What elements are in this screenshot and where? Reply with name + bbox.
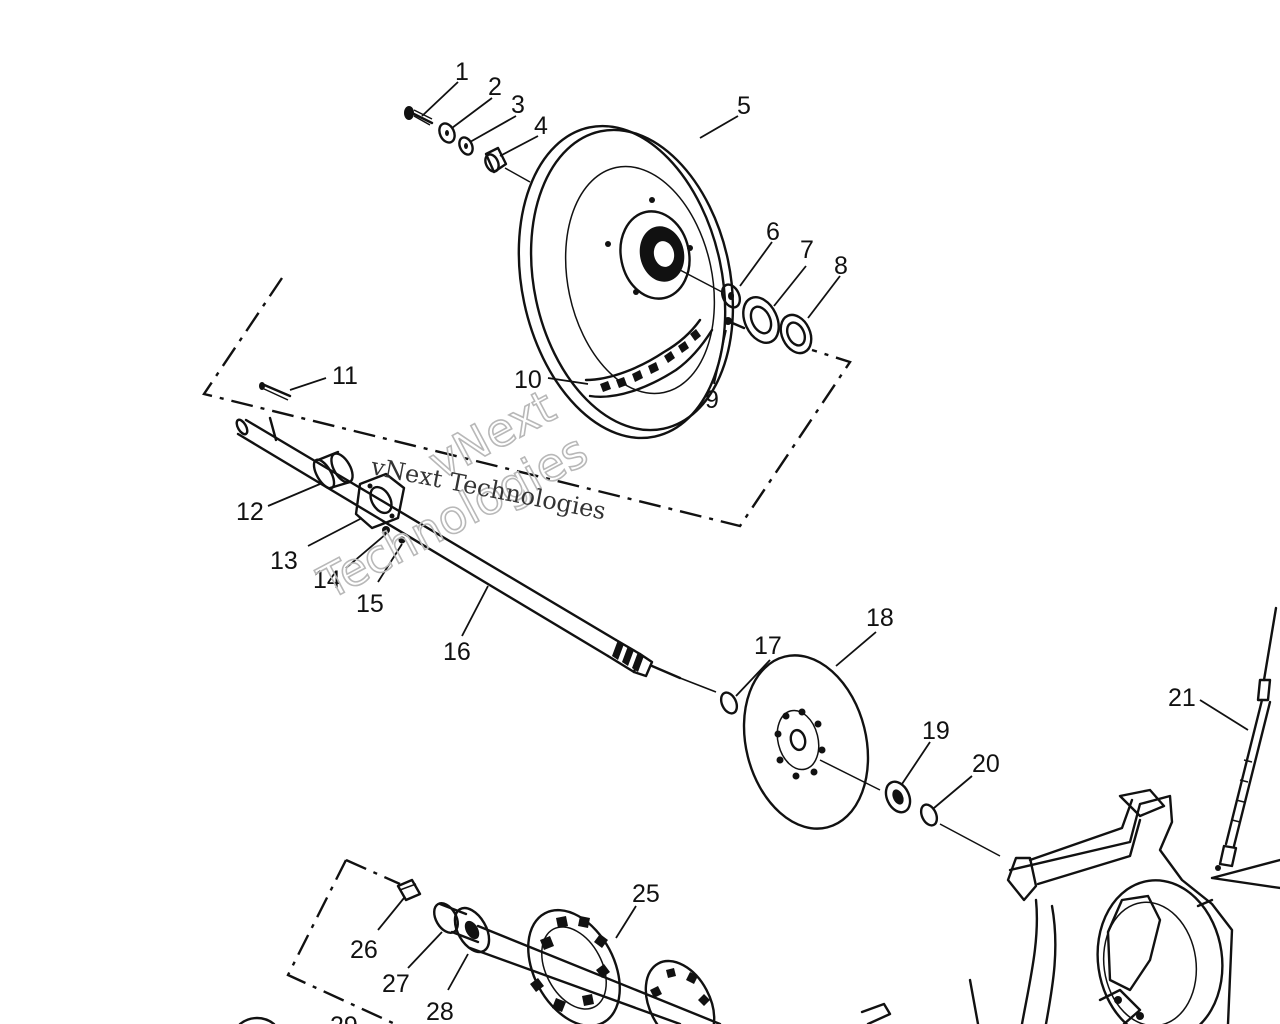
callout-15: 15 — [356, 590, 384, 618]
part-25-drive-sprocket — [468, 908, 722, 1024]
part-28-flange — [453, 906, 491, 954]
part-26-bolt — [396, 878, 422, 902]
centerline-housing — [939, 823, 1001, 857]
part-10-chain — [584, 318, 714, 398]
callout-21: 21 — [1168, 684, 1196, 712]
callout-17: 17 — [754, 632, 782, 660]
callout-28: 28 — [426, 998, 454, 1024]
callout-11: 11 — [332, 362, 358, 390]
callout-19: 19 — [922, 717, 950, 745]
callout-8: 8 — [834, 252, 848, 280]
watermark: vNext Technologies vNext Technologies — [308, 378, 608, 611]
callout-18: 18 — [866, 604, 894, 632]
part-18-disc — [742, 654, 870, 830]
callout-14: 14 — [313, 566, 341, 594]
leader-lines — [267, 81, 1249, 991]
callout-27: 27 — [382, 970, 410, 998]
assembly-boundary-upper — [202, 277, 852, 528]
callout-7: 7 — [800, 236, 814, 264]
part-callouts: 1 2 3 4 5 6 7 8 9 10 11 12 13 14 15 16 1… — [236, 58, 1196, 1024]
part-8-ring — [779, 313, 813, 355]
callout-2: 2 — [488, 73, 502, 101]
part-2-washer — [438, 122, 456, 144]
centerline-lower — [819, 759, 881, 791]
callout-20: 20 — [972, 750, 1000, 778]
callout-3: 3 — [511, 91, 525, 119]
part-27-bushing — [433, 902, 480, 944]
part-19-bearing — [884, 780, 912, 814]
callout-13: 13 — [270, 547, 298, 575]
part-3-lock-washer — [458, 136, 474, 156]
callout-4: 4 — [534, 112, 548, 140]
part-4-spacer — [484, 146, 508, 174]
part-15-nut — [398, 536, 406, 544]
part-11-key — [259, 382, 292, 401]
part-7-ring — [742, 296, 780, 344]
part-9-pin — [724, 317, 746, 330]
centerline-upper-right — [679, 269, 723, 293]
callout-6: 6 — [766, 218, 780, 246]
callout-9: 9 — [705, 386, 719, 414]
part-20-snap-ring — [919, 803, 939, 827]
callout-26: 26 — [350, 936, 378, 964]
assembly-boundary-lower — [286, 858, 401, 1024]
part-12-bearing — [312, 450, 354, 490]
part-14-bolt — [382, 526, 390, 534]
part-21-cable — [1210, 606, 1280, 890]
callout-5: 5 — [737, 92, 751, 120]
callout-25: 25 — [632, 880, 660, 908]
centerline-upper-left — [504, 167, 531, 183]
callout-16: 16 — [443, 638, 471, 666]
part-29-bracket — [238, 1002, 892, 1024]
part-13-flange — [354, 472, 406, 530]
part-5-pulley — [517, 124, 735, 440]
callout-12: 12 — [236, 498, 264, 526]
callout-10: 10 — [514, 366, 542, 394]
callout-1: 1 — [455, 58, 469, 86]
part-16-shaft — [235, 416, 717, 693]
part-1-bolt — [404, 106, 434, 126]
chaincase-housing — [968, 788, 1234, 1024]
part-17-oring — [719, 691, 739, 715]
callout-29: 29 — [330, 1012, 358, 1024]
part-6-washer — [720, 283, 742, 309]
